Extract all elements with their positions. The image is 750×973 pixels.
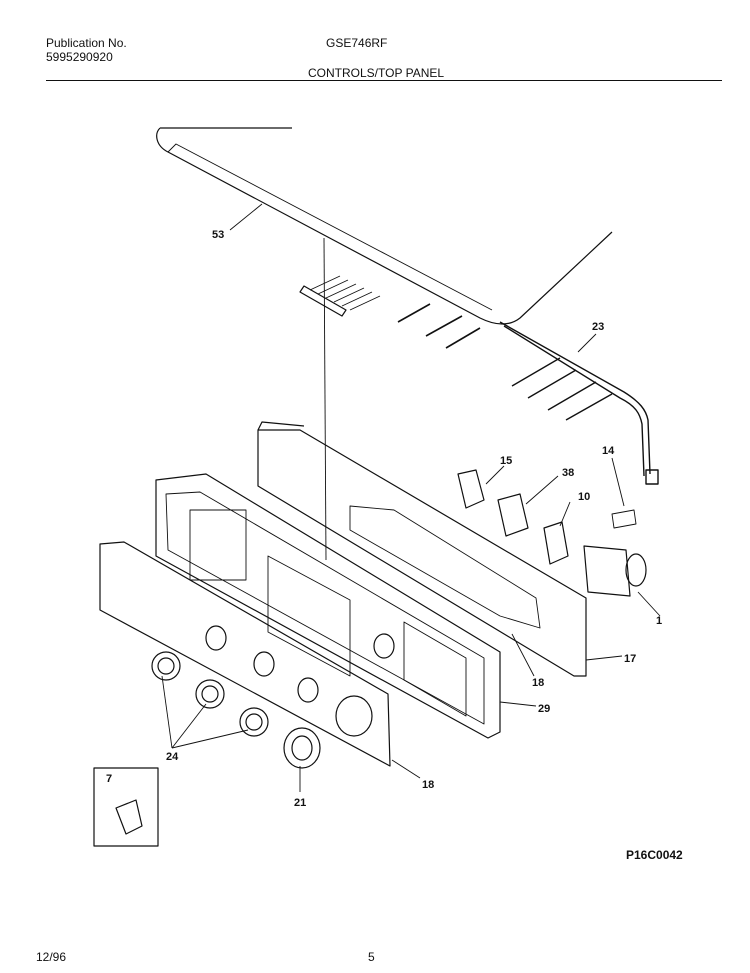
callout-18-upper: 18 <box>532 677 544 689</box>
section-title: CONTROLS/TOP PANEL <box>308 66 445 80</box>
callout-23: 23 <box>592 321 604 333</box>
wire-leads <box>397 303 481 349</box>
control-panel-frame <box>155 473 501 739</box>
publication-label: Publication No. <box>46 36 127 50</box>
footer-page-number: 5 <box>368 950 375 964</box>
callout-38: 38 <box>562 467 574 479</box>
callout-10: 10 <box>578 491 590 503</box>
callout-29: 29 <box>538 703 550 715</box>
switch-parts <box>457 469 637 565</box>
wire-harness-connector <box>299 275 381 317</box>
callout-17: 17 <box>624 653 636 665</box>
callout-53: 53 <box>212 229 224 241</box>
top-panel-part <box>156 127 613 325</box>
wire-harness-part <box>499 321 659 485</box>
front-overlay-part <box>99 541 395 767</box>
knob-part <box>151 651 269 737</box>
callout-18-lower: 18 <box>422 779 434 791</box>
figure-code: P16C0042 <box>626 848 683 862</box>
callout-7: 7 <box>106 773 112 785</box>
callout-24: 24 <box>166 751 179 763</box>
footer-date: 12/96 <box>36 950 67 964</box>
title-rule <box>46 80 722 81</box>
model-number: GSE746RF <box>326 36 388 50</box>
publication-number: 5995290920 <box>46 50 113 64</box>
control-panel-backplate <box>257 421 587 677</box>
callout-15: 15 <box>500 455 512 467</box>
callout-1: 1 <box>656 615 662 627</box>
leader-lines <box>161 203 661 792</box>
callout-14: 14 <box>602 445 615 457</box>
callout-21: 21 <box>294 797 306 809</box>
guide-line <box>323 237 327 561</box>
detail-inset-box <box>93 767 159 847</box>
timer-part <box>583 545 647 597</box>
large-knob-part <box>283 727 321 769</box>
